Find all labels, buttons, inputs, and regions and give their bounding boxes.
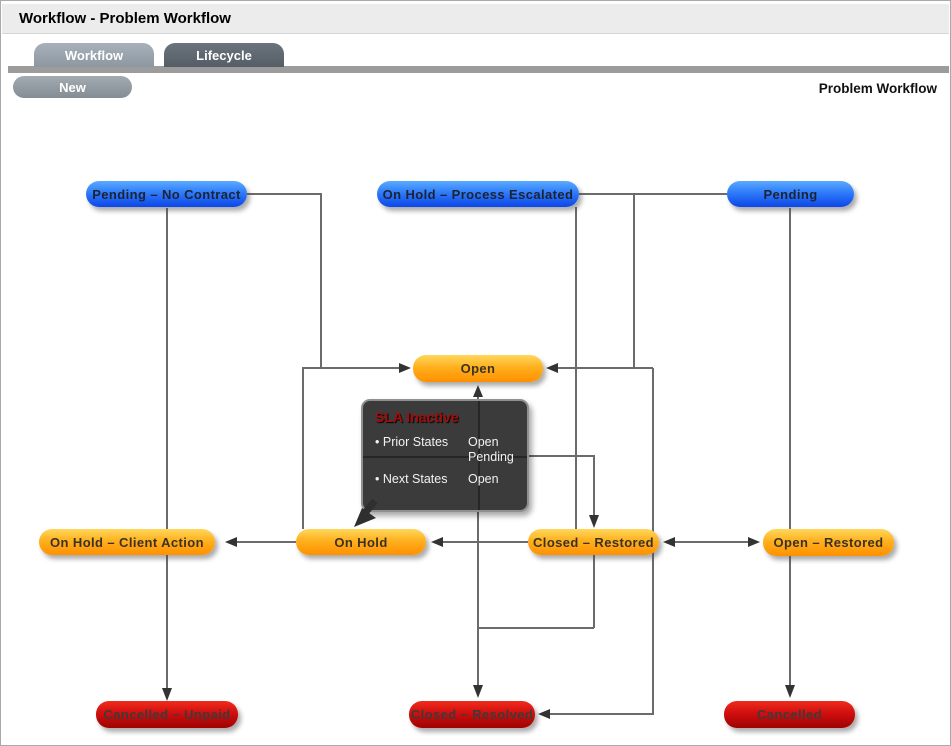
next-states-label: • Next States [375, 472, 448, 486]
page-title: Workflow - Problem Workflow [19, 10, 231, 27]
tooltip-title: SLA Inactive [375, 409, 459, 425]
node-on-hold[interactable]: On Hold [296, 529, 426, 555]
tooltip-prior-row: • Prior States Open Pending [375, 435, 517, 465]
tab-divider-bar [8, 66, 949, 73]
prior-state-value: Open [468, 435, 499, 449]
crossing-line-vertical [478, 401, 480, 510]
node-open[interactable]: Open [413, 355, 543, 382]
crossing-line-horizontal [363, 456, 527, 458]
prior-states-label: • Prior States [375, 435, 449, 449]
new-button[interactable]: New [13, 76, 132, 98]
tab-workflow[interactable]: Workflow [34, 43, 154, 67]
next-state-value: Open [468, 472, 499, 486]
prior-state-value: Pending [468, 450, 514, 464]
node-open-restored[interactable]: Open – Restored [763, 529, 894, 556]
node-on-hold-process-escalated[interactable]: On Hold – Process Escalated [377, 181, 579, 207]
node-cancelled[interactable]: Cancelled [724, 701, 855, 728]
tab-lifecycle[interactable]: Lifecycle [164, 43, 284, 67]
sla-tooltip: SLA Inactive • Prior States Open Pending… [361, 399, 529, 512]
node-closed-restored[interactable]: Closed – Restored [528, 529, 659, 555]
node-pending[interactable]: Pending [727, 181, 854, 207]
context-label: Problem Workflow [818, 81, 937, 96]
node-closed-resolved[interactable]: Closed – Resolved [409, 701, 535, 728]
node-cancelled-unpaid[interactable]: Cancelled – Unpaid [96, 701, 238, 728]
tooltip-next-row: • Next States Open [375, 472, 517, 487]
node-pending-no-contract[interactable]: Pending – No Contract [86, 181, 247, 207]
window-titlebar: Workflow - Problem Workflow [2, 4, 949, 34]
node-on-hold-client-action[interactable]: On Hold – Client Action [39, 529, 215, 555]
